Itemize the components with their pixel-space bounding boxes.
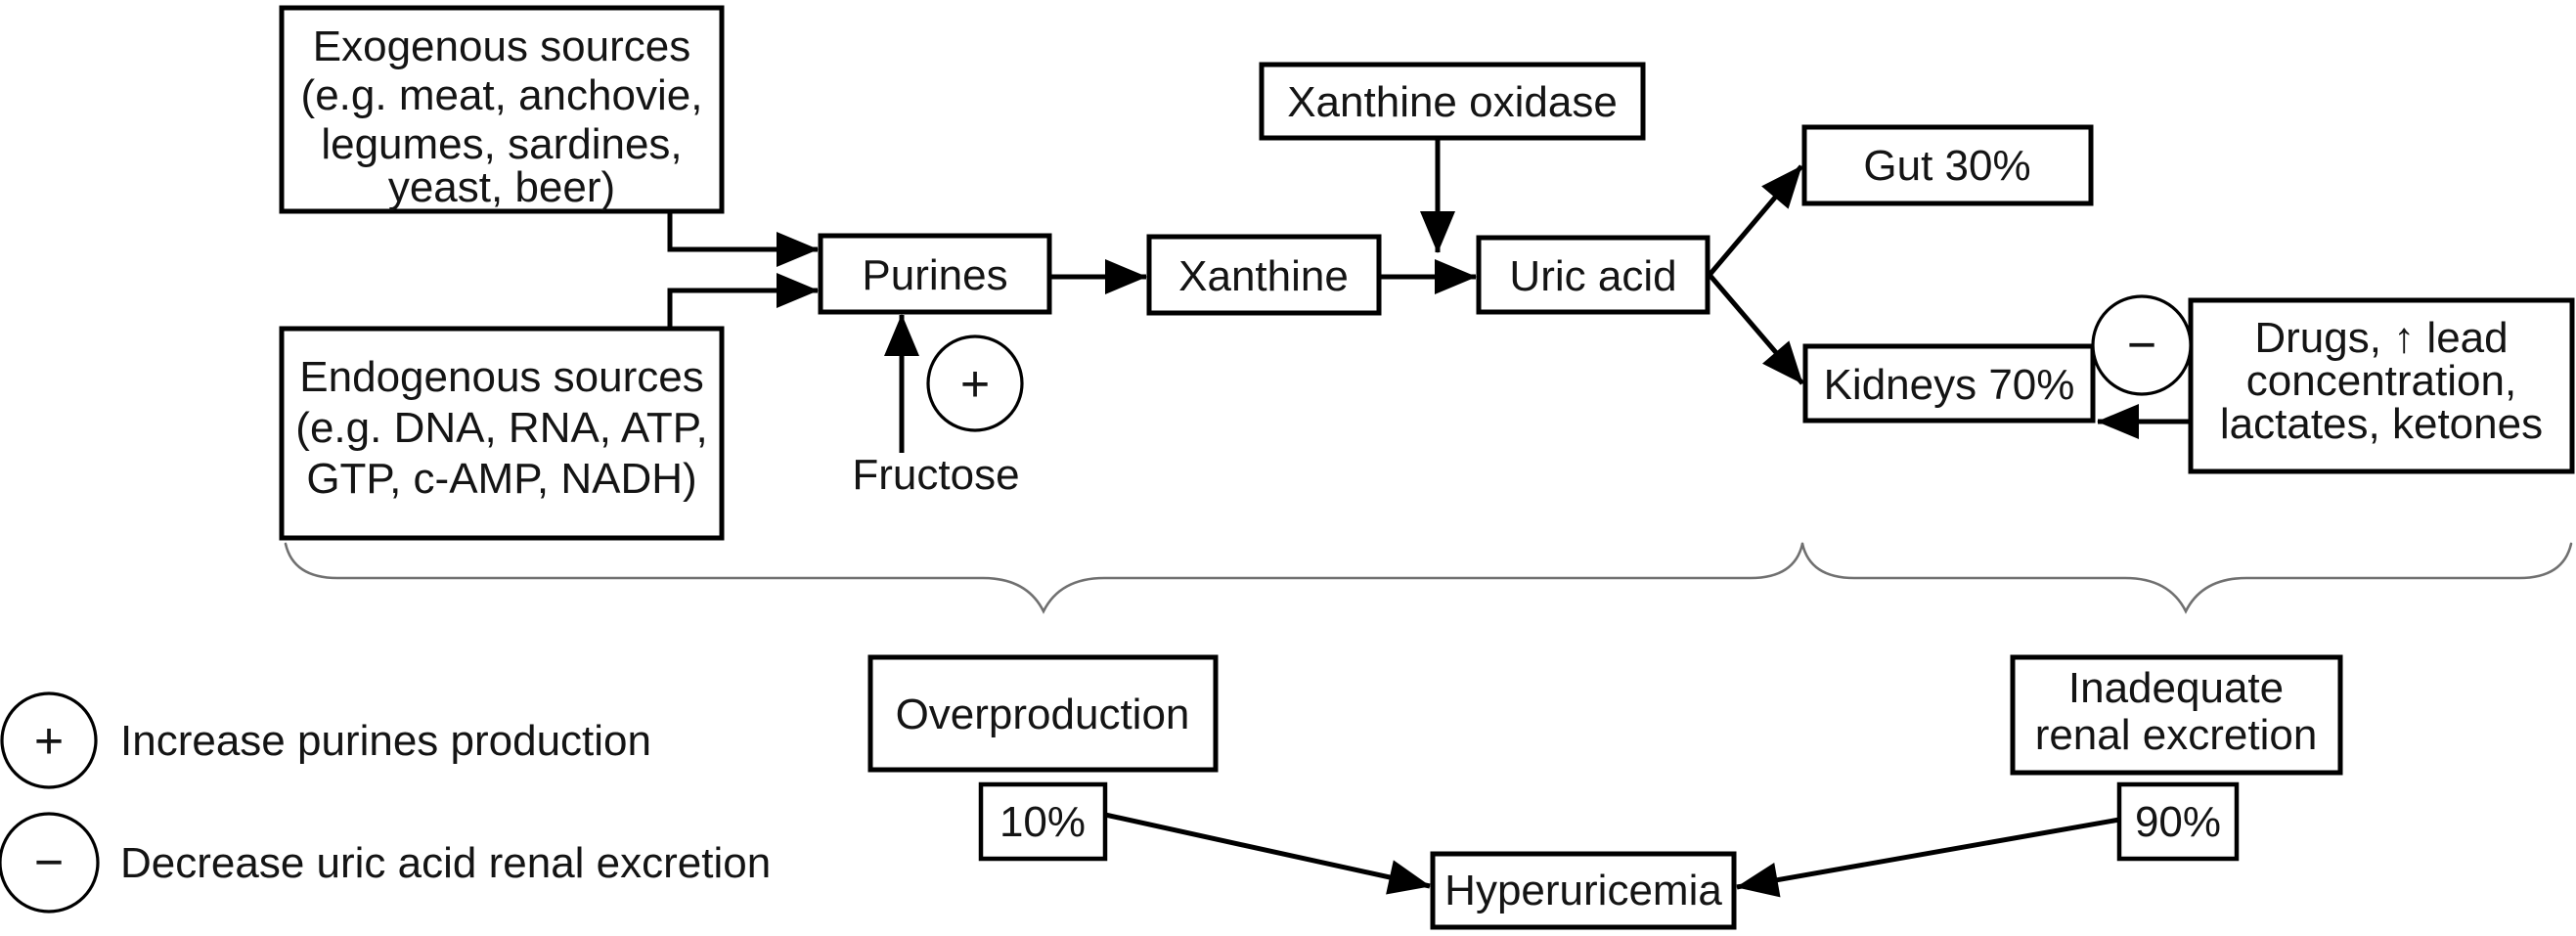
exogenous-sources-line3: legumes, sardines, bbox=[321, 120, 682, 168]
legend-plus-label: Increase purines production bbox=[120, 717, 651, 765]
xanthine-box bbox=[1146, 234, 1382, 316]
arrow-exogenous-to-purines bbox=[667, 211, 819, 267]
overproduction-box bbox=[867, 654, 1219, 773]
arrow-endogenous-to-purines bbox=[667, 273, 819, 329]
hyperuricemia-box bbox=[1430, 851, 1737, 930]
xanthine-oxidase-label: Xanthine oxidase bbox=[1287, 78, 1618, 126]
legend-plus-sign: + bbox=[34, 713, 64, 770]
renal-minus-sign: − bbox=[2127, 317, 2156, 374]
overproduction-pct-label: 10% bbox=[999, 798, 1086, 846]
kidneys-label: Kidneys 70% bbox=[1824, 361, 2075, 409]
gut-label: Gut 30% bbox=[1863, 142, 2030, 190]
drugs-line1: Drugs, ↑ lead bbox=[2254, 314, 2508, 362]
overproduction-label: Overproduction bbox=[896, 691, 1190, 738]
inadequate-pct-label: 90% bbox=[2135, 798, 2221, 846]
hyperuricemia-label: Hyperuricemia bbox=[1444, 867, 1722, 914]
gut-box bbox=[1801, 124, 2094, 206]
endogenous-sources-line2: (e.g. DNA, RNA, ATP, bbox=[295, 404, 707, 452]
fructose-label: Fructose bbox=[852, 451, 1019, 499]
arrow-uric-acid-to-kidneys bbox=[1708, 273, 1804, 385]
exogenous-sources-line4: yeast, beer) bbox=[388, 163, 615, 211]
arrow-uric-acid-to-gut bbox=[1708, 164, 1803, 277]
inadequate-excretion-line2: renal excretion bbox=[2035, 711, 2318, 759]
arrow-10pct-to-hyperuricemia bbox=[1104, 812, 1431, 895]
fructose-plus-circle-icon bbox=[926, 334, 1024, 432]
kidneys-box bbox=[1802, 343, 2096, 423]
inadequate-excretion-box bbox=[2010, 654, 2343, 776]
fructose-plus-sign: + bbox=[960, 356, 990, 413]
drugs-line3: lactates, ketones bbox=[2220, 400, 2543, 448]
legend-minus-label: Decrease uric acid renal excretion bbox=[120, 839, 771, 887]
legend-plus-circle-icon bbox=[0, 691, 98, 789]
exogenous-sources-box bbox=[279, 5, 725, 214]
drugs-line2: concentration, bbox=[2246, 357, 2516, 405]
overproduction-brace bbox=[284, 542, 1804, 614]
drugs-box bbox=[2188, 297, 2575, 474]
endogenous-sources-box bbox=[279, 326, 725, 541]
inadequate-excretion-line1: Inadequate bbox=[2068, 664, 2284, 712]
inadequate-excretion-brace bbox=[1800, 542, 2573, 614]
exogenous-sources-line1: Exogenous sources bbox=[313, 22, 690, 70]
endogenous-sources-line1: Endogenous sources bbox=[299, 353, 703, 401]
xanthine-oxidase-box bbox=[1259, 62, 1646, 141]
uric-acid-label: Uric acid bbox=[1509, 252, 1676, 300]
endogenous-sources-line3: GTP, c-AMP, NADH) bbox=[306, 455, 696, 503]
legend-minus-sign: − bbox=[34, 834, 64, 891]
uric-acid-box bbox=[1476, 235, 1710, 315]
exogenous-sources-line2: (e.g. meat, anchovie, bbox=[301, 71, 703, 119]
overproduction-pct-box bbox=[978, 781, 1108, 862]
arrow-90pct-to-hyperuricemia bbox=[1736, 817, 2120, 898]
purines-label: Purines bbox=[862, 251, 1007, 299]
xanthine-label: Xanthine bbox=[1178, 252, 1349, 300]
legend-minus-circle-icon bbox=[0, 812, 100, 914]
purines-box bbox=[818, 233, 1052, 315]
inadequate-pct-box bbox=[2116, 781, 2240, 862]
renal-minus-circle-icon bbox=[2091, 294, 2193, 396]
